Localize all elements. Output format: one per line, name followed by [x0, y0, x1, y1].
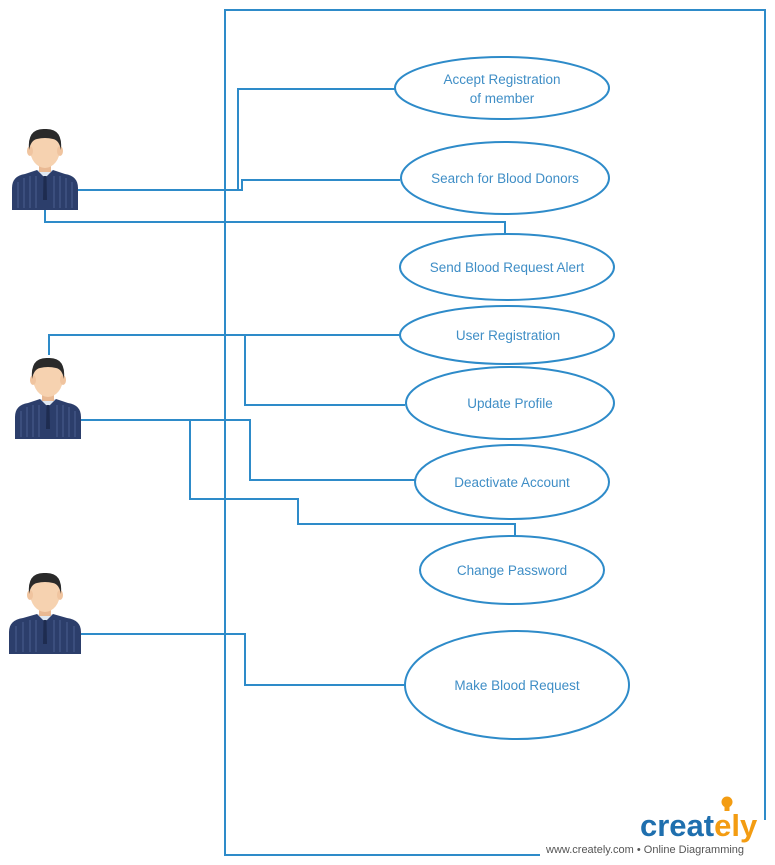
- connector-actor1-search-donors: [77, 179, 400, 191]
- use-case-deactivate-account[interactable]: Deactivate Account: [414, 444, 610, 520]
- creately-logo: creately www.creately.com • Online Diagr…: [545, 796, 758, 856]
- use-case-change-password[interactable]: Change Password: [419, 535, 605, 605]
- use-case-label: Search for Blood Donors: [431, 171, 579, 186]
- use-case-user-registration[interactable]: User Registration: [399, 305, 615, 365]
- person-icon: [9, 572, 81, 654]
- actor-3[interactable]: [9, 572, 81, 654]
- use-case-make-request[interactable]: Make Blood Request: [404, 630, 630, 740]
- logo-accent-text: ely: [714, 808, 758, 843]
- lightbulb-icon: [721, 796, 733, 811]
- use-case-label: Send Blood Request Alert: [430, 260, 585, 275]
- connector-actor2-user-registration: [48, 334, 400, 355]
- person-icon: [15, 357, 81, 439]
- actor-2[interactable]: [15, 357, 81, 439]
- use-case-label: Deactivate Account: [454, 475, 570, 490]
- svg-text:creately: creately: [640, 808, 758, 843]
- actor-1[interactable]: [12, 128, 78, 210]
- use-case-label: Make Blood Request: [454, 678, 580, 693]
- connector-actor2-update-profile: [244, 335, 405, 406]
- use-case-label: Update Profile: [467, 396, 553, 411]
- use-case-accept-registration[interactable]: Accept Registration of member: [394, 56, 610, 120]
- connector-actor2-deactivate-account: [81, 419, 415, 481]
- connector-actor3-make-request: [81, 633, 405, 686]
- use-case-search-donors[interactable]: Search for Blood Donors: [400, 141, 610, 215]
- person-icon: [12, 128, 78, 210]
- use-case-label: Change Password: [457, 563, 567, 578]
- connector-actor2-change-password: [189, 420, 516, 537]
- connector-actor1-accept-registration: [77, 88, 395, 191]
- system-boundary: [224, 9, 766, 856]
- use-case-update-profile[interactable]: Update Profile: [405, 366, 615, 440]
- use-case-label: of member: [470, 91, 535, 106]
- use-case-label: Accept Registration: [443, 72, 560, 87]
- footer-text: www.creately.com • Online Diagramming: [545, 844, 744, 856]
- use-case-label: User Registration: [456, 328, 560, 343]
- logo-main-text: creat: [640, 808, 714, 843]
- connector-actor1-send-alert: [44, 210, 506, 235]
- use-case-send-alert[interactable]: Send Blood Request Alert: [399, 233, 615, 301]
